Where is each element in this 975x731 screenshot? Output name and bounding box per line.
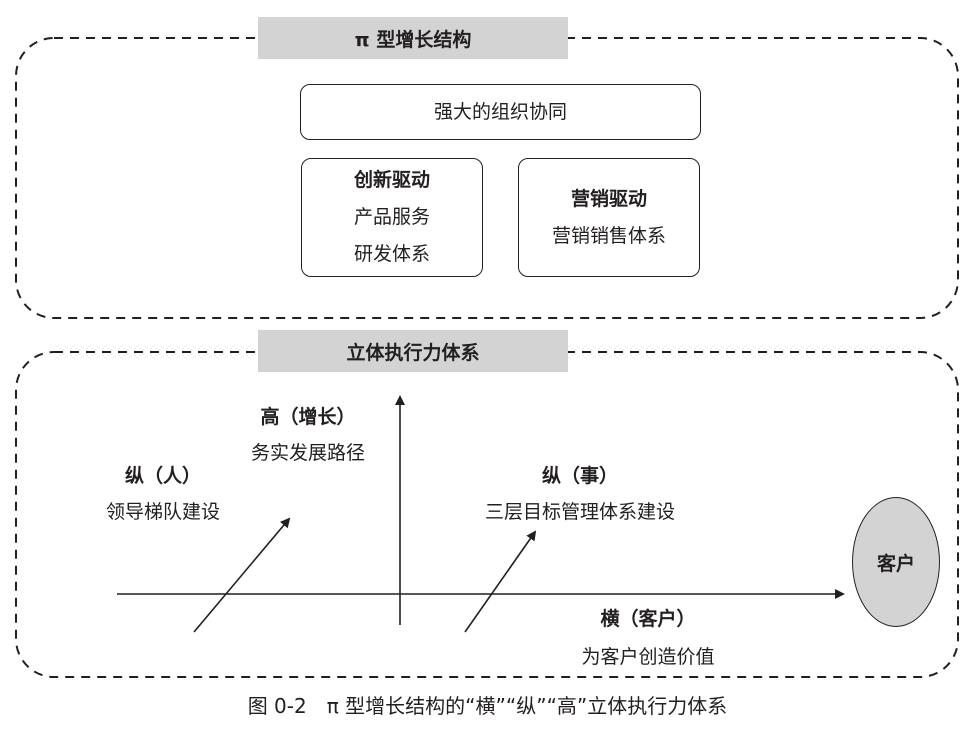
org-collaboration-label: 强大的组织协同	[433, 100, 567, 123]
org-collaboration-box: 强大的组织协同	[300, 84, 701, 140]
marketing-line1: 营销销售体系	[551, 224, 666, 247]
customer-ellipse: 客户	[852, 497, 940, 627]
vertical-matter-desc: 三层目标管理体系建设	[484, 501, 676, 523]
top-dashed-frame	[15, 37, 959, 319]
customer-label: 客户	[876, 552, 915, 575]
diagonal-arrow-matter	[464, 530, 537, 633]
bottom-section-title: 立体执行力体系	[258, 330, 568, 372]
marketing-driven-box: 营销驱动 营销销售体系	[518, 158, 700, 277]
vertical-matter-title: 纵（事）	[541, 465, 619, 487]
marketing-title: 营销驱动	[570, 187, 647, 210]
horizontal-customer-title: 横（客户）	[600, 608, 696, 630]
high-growth-desc: 务实发展路径	[250, 442, 366, 464]
innovation-line1: 产品服务	[353, 206, 430, 228]
top-section-title: π 型增长结构	[258, 17, 568, 59]
innovation-line2: 研发体系	[353, 243, 430, 265]
high-growth-title: 高（增长）	[260, 406, 356, 428]
diagonal-arrow-people	[193, 517, 291, 633]
horizontal-customer-desc: 为客户创造价值	[581, 646, 715, 668]
vertical-people-title: 纵（人）	[124, 465, 202, 487]
figure-caption: 图 0-2 π 型增长结构的“横”“纵”“高”立体执行力体系	[247, 694, 728, 718]
innovation-driven-box: 创新驱动 产品服务 研发体系	[301, 158, 483, 277]
innovation-title: 创新驱动	[353, 169, 430, 191]
vertical-people-desc: 领导梯队建设	[105, 501, 221, 523]
